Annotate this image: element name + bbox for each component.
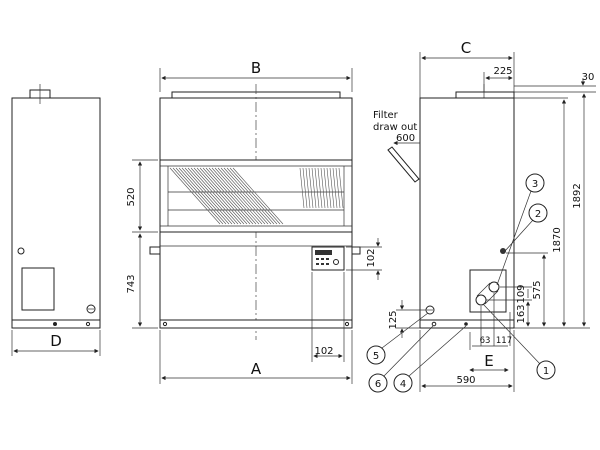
dim-63: 63 xyxy=(480,336,491,346)
callout-4: 4 xyxy=(393,373,413,393)
front-right-pipe-stub xyxy=(351,246,361,255)
dim-590: 590 xyxy=(456,375,475,386)
callout-5: 5 xyxy=(366,345,386,365)
dim-b-label: B xyxy=(251,59,261,77)
svg-text:3: 3 xyxy=(532,179,538,190)
svg-text:2: 2 xyxy=(535,209,541,220)
front-view: B 102 xyxy=(126,59,382,384)
left-access-panel xyxy=(21,267,55,311)
dim-d-label: D xyxy=(50,332,62,350)
filter-note-line2: draw out xyxy=(373,122,417,133)
right-drain-icon xyxy=(500,248,506,254)
pipe-lower-icon xyxy=(475,294,487,306)
callout-3: 3 xyxy=(525,173,545,193)
dim-102-vertical: 102 xyxy=(366,248,377,267)
dim-e-label: E xyxy=(484,352,493,370)
callout-2: 2 xyxy=(528,203,548,223)
right-side-view: C 225 30 Filter draw out 600 xyxy=(366,39,596,393)
dim-743: 743 xyxy=(126,274,137,293)
svg-text:6: 6 xyxy=(375,379,381,390)
filter-drawout-icon xyxy=(387,146,420,183)
pipe-upper-icon xyxy=(488,281,500,293)
dim-117: 117 xyxy=(496,336,512,346)
callout-1: 1 xyxy=(536,360,556,380)
dim-520: 520 xyxy=(126,187,137,206)
dim-c-label: C xyxy=(461,39,471,57)
callout-6: 6 xyxy=(368,373,388,393)
dim-102-horizontal: 102 xyxy=(314,346,333,357)
dim-225: 225 xyxy=(493,66,512,77)
front-base xyxy=(159,319,353,329)
dim-163: 163 xyxy=(516,304,527,323)
svg-text:1: 1 xyxy=(543,366,549,377)
right-top-flange xyxy=(455,91,515,99)
left-drain-icon xyxy=(17,247,25,255)
dim-1892: 1892 xyxy=(572,183,583,208)
dim-30: 30 xyxy=(582,72,595,83)
dim-125: 125 xyxy=(388,310,399,329)
left-foot-icon xyxy=(53,322,57,326)
dim-109: 109 xyxy=(516,284,527,303)
filter-note-line1: Filter xyxy=(373,110,399,121)
dim-600: 600 xyxy=(396,133,415,144)
dim-a-label: A xyxy=(251,360,262,378)
control-buttons xyxy=(316,258,329,265)
coil-fins xyxy=(169,167,344,225)
pipe-connection-box xyxy=(469,269,507,313)
coil-section xyxy=(159,159,353,233)
dim-575: 575 xyxy=(532,280,543,299)
front-left-pipe-stub xyxy=(149,246,161,255)
dim-1870: 1870 xyxy=(552,227,563,252)
svg-text:4: 4 xyxy=(400,379,406,390)
control-display xyxy=(315,250,332,255)
svg-text:5: 5 xyxy=(373,351,379,362)
left-side-view: D xyxy=(11,84,101,356)
